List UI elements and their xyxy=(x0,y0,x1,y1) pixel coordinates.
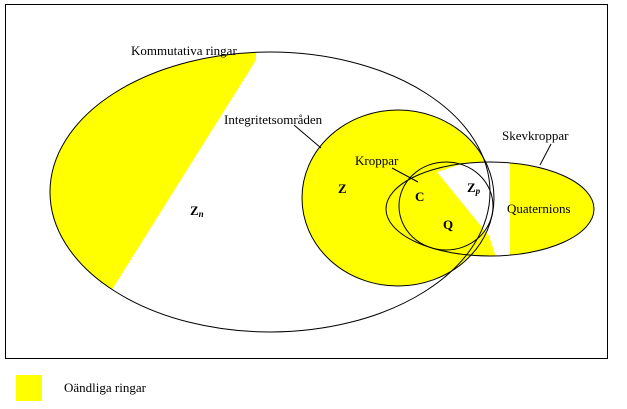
c-symbol: C xyxy=(415,189,424,204)
legend-infinite-label: Oändliga ringar xyxy=(64,380,146,395)
commutative-rings-outline xyxy=(49,51,491,333)
integral-domains-outline xyxy=(301,109,495,287)
commutative-rings-label: Kommutativa ringar xyxy=(131,43,237,58)
skew-fields-outline xyxy=(385,161,595,257)
integral-domains-area xyxy=(302,110,494,286)
zn-symbol: Zn xyxy=(190,203,204,219)
integral-domains-label: Integritetsområden xyxy=(224,112,323,127)
diagram-frame xyxy=(5,4,608,359)
skew-fields-leader xyxy=(539,143,552,166)
infinite-commutative-region xyxy=(50,52,256,332)
z-symbol: Z xyxy=(338,181,347,196)
fields-outline xyxy=(398,161,494,251)
finite-fields-region xyxy=(437,162,510,256)
zp-symbol: Zp xyxy=(467,180,481,196)
quaternions-label: Quaternions xyxy=(507,201,571,216)
integral-domains-leader xyxy=(293,124,322,149)
fields-label: Kroppar xyxy=(355,153,399,168)
q-symbol: Q xyxy=(443,217,453,232)
legend: Oändliga ringar xyxy=(16,375,146,401)
fields-leader xyxy=(391,167,419,183)
legend-infinite-swatch xyxy=(16,375,42,401)
skew-fields-label: Skevkroppar xyxy=(502,128,569,143)
